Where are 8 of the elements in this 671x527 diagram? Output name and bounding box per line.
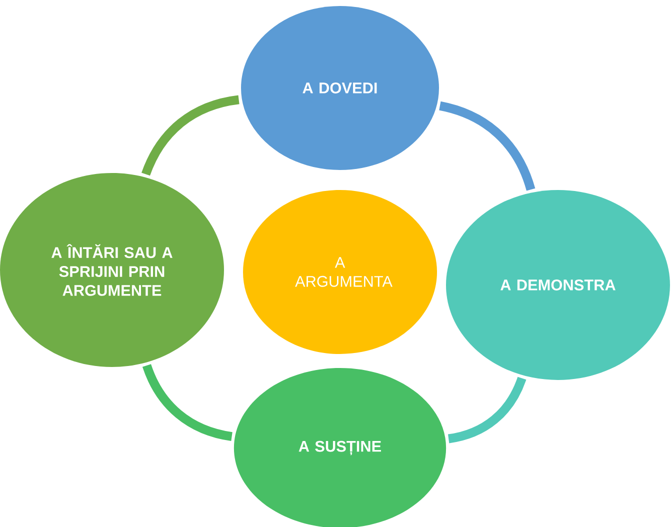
connector-arc (142, 364, 233, 441)
ellipse-node: A DOVEDI (241, 6, 439, 170)
connector-arc (448, 376, 526, 444)
ellipse-node: A DEMONSTRA (446, 190, 670, 380)
connector-arc (438, 101, 536, 191)
ellipse-node: A ÎNTĂRI SAU A SPRIJINI PRIN ARGUMENTE (0, 173, 224, 367)
connector-arc (142, 95, 240, 176)
ellipse-node: A ARGUMENTA (243, 190, 437, 354)
